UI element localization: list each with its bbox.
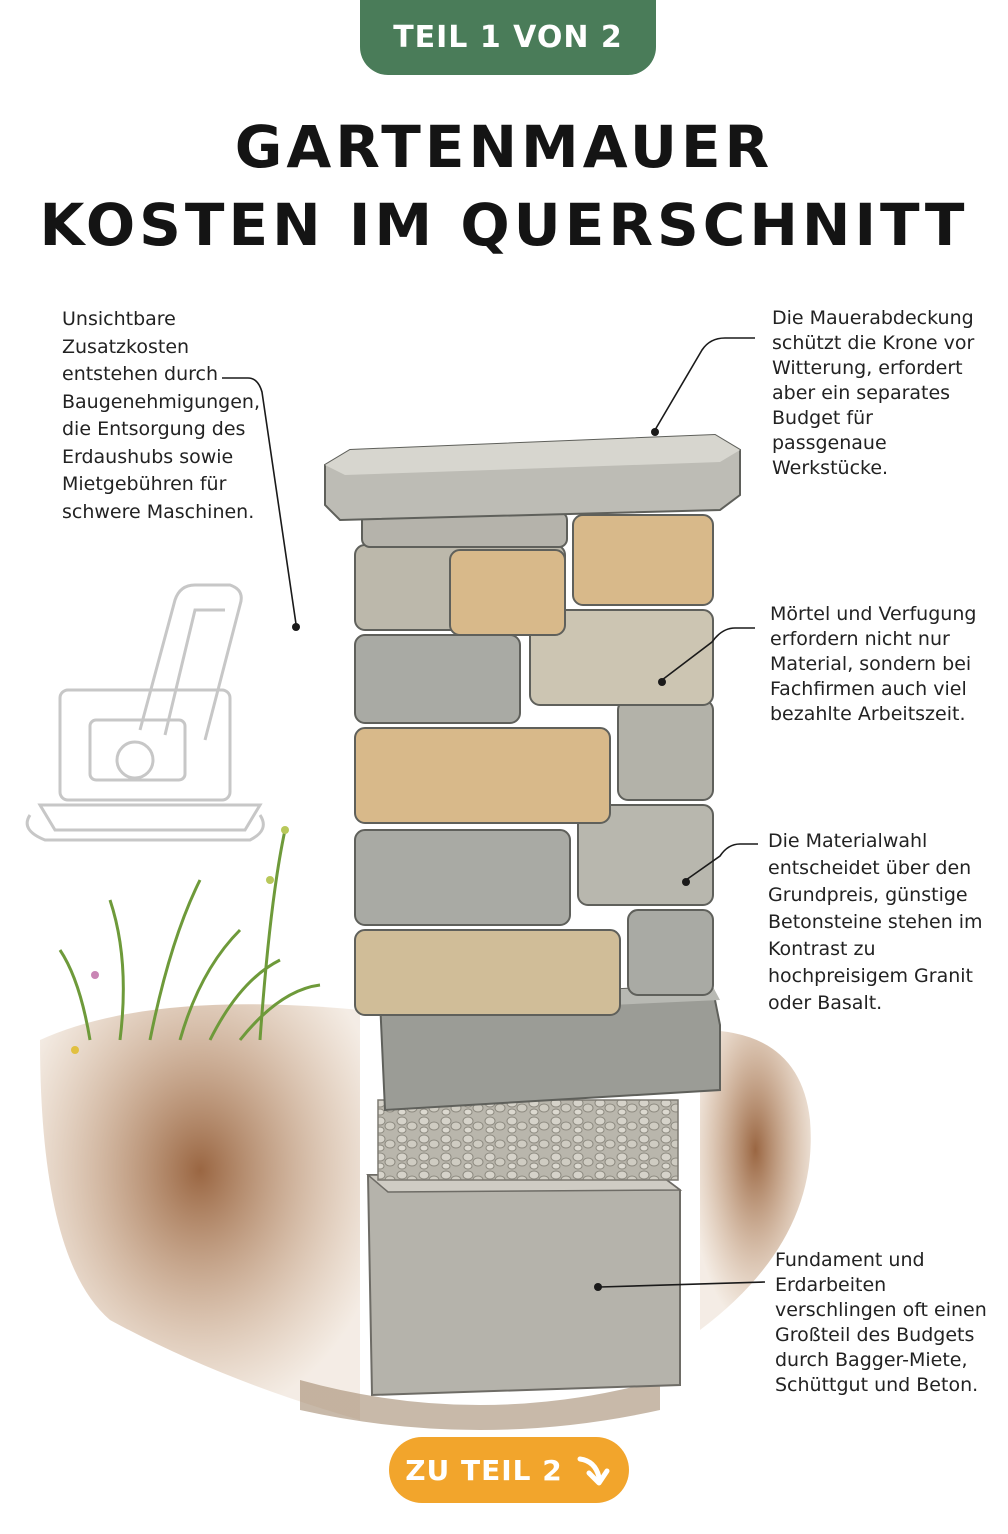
page-title-line2: KOSTEN IM QUERSCHNITT bbox=[39, 191, 969, 259]
arrow-down-right-icon bbox=[577, 1456, 610, 1486]
annotation-dots bbox=[292, 428, 690, 1291]
soil-ground bbox=[40, 1004, 811, 1430]
annotation-hidden-costs: Unsichtbare Zusatzkosten entstehen durch… bbox=[62, 308, 261, 523]
wall-coping-stone bbox=[324, 433, 741, 522]
annotation-coping: Die Mauerabdeckung schützt die Krone vor… bbox=[772, 307, 975, 479]
annotation-foundation: Fundament und Erdarbeiten verschlingen o… bbox=[775, 1249, 987, 1396]
gravel-layer bbox=[377, 1099, 679, 1181]
next-part-label: ZU TEIL 2 bbox=[405, 1453, 563, 1487]
annotation-material: Die Materialwahl entscheidet über den Gr… bbox=[768, 830, 983, 1014]
annotation-mortar: Mörtel und Verfugung erfordern nicht nur… bbox=[770, 603, 977, 725]
part-badge: TEIL 1 VON 2 bbox=[360, 0, 656, 75]
plate-compactor-sketch bbox=[25, 583, 265, 842]
wall-stones bbox=[354, 511, 714, 1016]
annotation-leader-lines bbox=[222, 337, 766, 1288]
grass-tuft bbox=[58, 826, 321, 1054]
page-title-line1: GARTENMAUER bbox=[234, 113, 774, 181]
next-part-button[interactable]: ZU TEIL 2 bbox=[389, 1437, 629, 1503]
foundation-block bbox=[365, 1174, 683, 1397]
